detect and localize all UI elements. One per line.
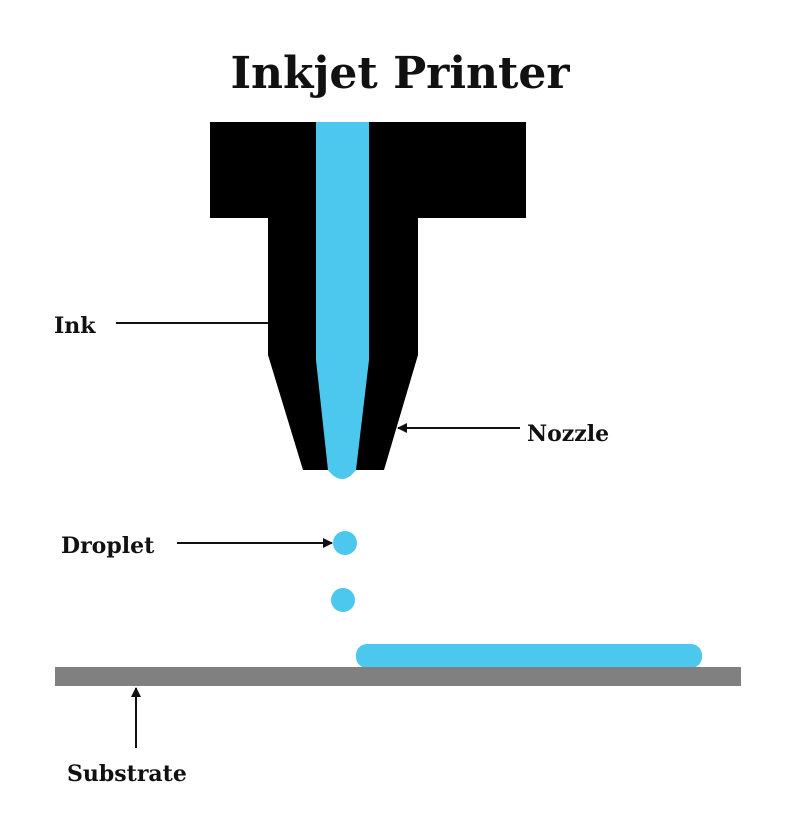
droplet-2	[331, 588, 355, 612]
diagram-title: Inkjet Printer	[230, 48, 570, 99]
substrate	[55, 667, 741, 686]
substrate-label: Substrate	[67, 761, 187, 787]
ink-label: Ink	[54, 313, 96, 339]
droplet-1	[333, 531, 357, 555]
ink-channel	[316, 122, 369, 479]
ink-film	[356, 644, 702, 668]
droplet-label: Droplet	[61, 533, 155, 559]
nozzle-label: Nozzle	[527, 421, 609, 447]
